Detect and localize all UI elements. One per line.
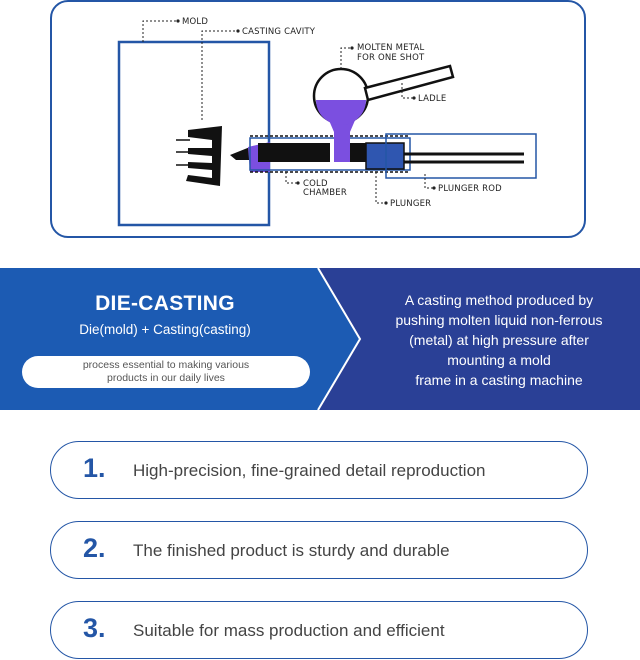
- feature-number: 3.: [83, 613, 106, 643]
- feature-item-1: 1. High-precision, fine-grained detail r…: [50, 441, 588, 499]
- plunger-rod-label: PLUNGER ROD: [438, 184, 502, 194]
- casting-cavity-label: CASTING CAVITY: [242, 27, 316, 37]
- banner-title: DIE-CASTING: [95, 292, 235, 315]
- rod-housing: [385, 133, 537, 179]
- feature-text: High-precision, fine-grained detail repr…: [133, 461, 486, 480]
- ladle-label: LADLE: [418, 94, 446, 104]
- desc-line-4: mounting a mold: [447, 352, 551, 368]
- banner-left-panel: DIE-CASTING Die(mold) + Casting(casting)…: [0, 268, 360, 410]
- ejector-fork-icon: [176, 126, 222, 186]
- feature-number: 2.: [83, 533, 106, 563]
- desc-line-1: A casting method produced by: [404, 292, 594, 308]
- mold-outline: [117, 40, 271, 227]
- feature-item-2: 2. The finished product is sturdy and du…: [50, 521, 588, 579]
- feature-text: The finished product is sturdy and durab…: [133, 541, 450, 560]
- cold-chamber-label-1: COLD: [303, 179, 328, 189]
- plunger-label: PLUNGER: [390, 199, 431, 209]
- mold-label: MOLD: [182, 17, 208, 27]
- banner-subtitle: Die(mold) + Casting(casting): [79, 322, 251, 337]
- ladle-icon: [312, 64, 455, 125]
- feature-text: Suitable for mass production and efficie…: [133, 621, 445, 640]
- pill-line-1: process essential to making various: [82, 359, 250, 371]
- die-casting-banner: DIE-CASTING Die(mold) + Casting(casting)…: [0, 268, 640, 410]
- banner-pill: process essential to making various prod…: [22, 356, 310, 388]
- diagram-frame: [50, 0, 586, 238]
- feature-item-3: 3. Suitable for mass production and effi…: [50, 601, 588, 659]
- molten-metal-label-1: MOLTEN METAL: [357, 43, 424, 53]
- desc-line-2: pushing molten liquid non-ferrous: [395, 312, 603, 328]
- desc-line-5: frame in a casting machine: [415, 372, 583, 388]
- banner-description: A casting method produced by pushing mol…: [366, 290, 632, 390]
- cold-chamber-label-2: CHAMBER: [303, 188, 347, 198]
- die-casting-diagram: MOLD CASTING CAVITY MOLTEN METAL FOR ONE…: [117, 17, 537, 227]
- cavity-tip: [230, 147, 252, 160]
- plunger: [365, 142, 405, 170]
- feature-number: 1.: [83, 453, 106, 483]
- molten-metal-label-2: FOR ONE SHOT: [357, 53, 425, 63]
- pill-line-2: products in our daily lives: [107, 372, 225, 384]
- desc-line-3: (metal) at high pressure after: [409, 332, 589, 348]
